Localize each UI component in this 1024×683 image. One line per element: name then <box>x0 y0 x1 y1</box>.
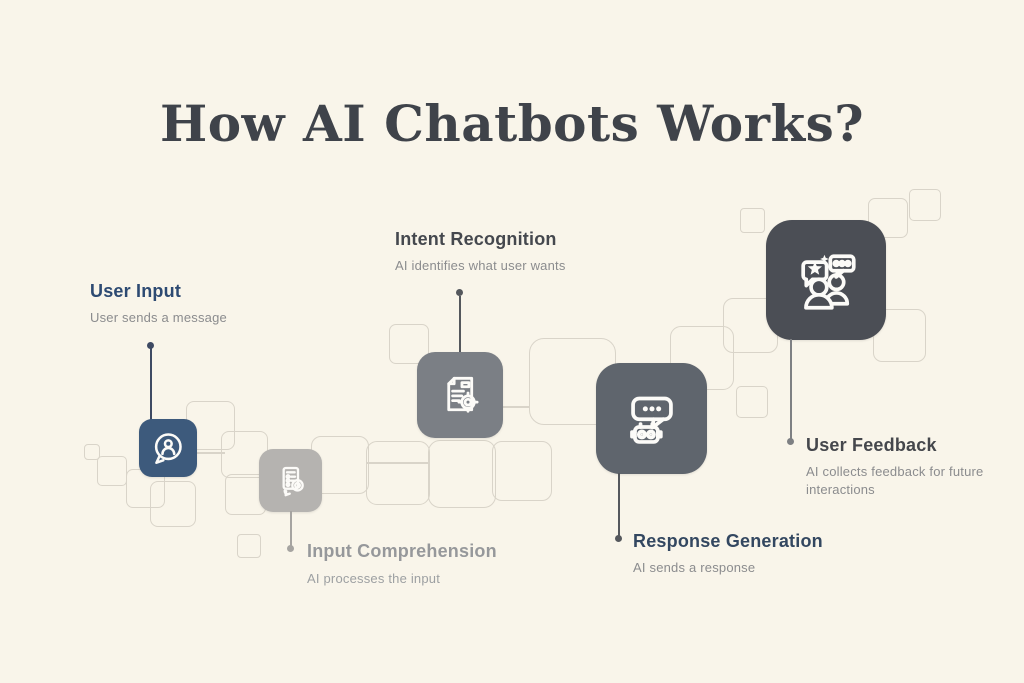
decor-connector-line <box>503 406 530 408</box>
decor-square <box>389 324 429 364</box>
decor-square <box>492 441 552 501</box>
decor-square <box>84 444 100 460</box>
decor-square <box>740 208 765 233</box>
decor-connector-line <box>367 462 428 464</box>
decor-square <box>221 431 268 478</box>
page-title: How AI Chatbots Works? <box>159 94 865 153</box>
decor-square <box>873 309 926 362</box>
decor-square <box>529 338 616 425</box>
decor-square <box>428 440 496 508</box>
decor-square <box>97 456 127 486</box>
decor-square <box>366 441 430 505</box>
decor-connector-line <box>197 452 225 454</box>
decor-square <box>723 298 778 353</box>
decor-square <box>237 534 261 558</box>
decor-square <box>150 481 196 527</box>
decor-square <box>909 189 941 221</box>
decor-square <box>225 474 266 515</box>
decor-square <box>311 436 369 494</box>
decor-square <box>868 198 908 238</box>
decor-square <box>736 386 768 418</box>
